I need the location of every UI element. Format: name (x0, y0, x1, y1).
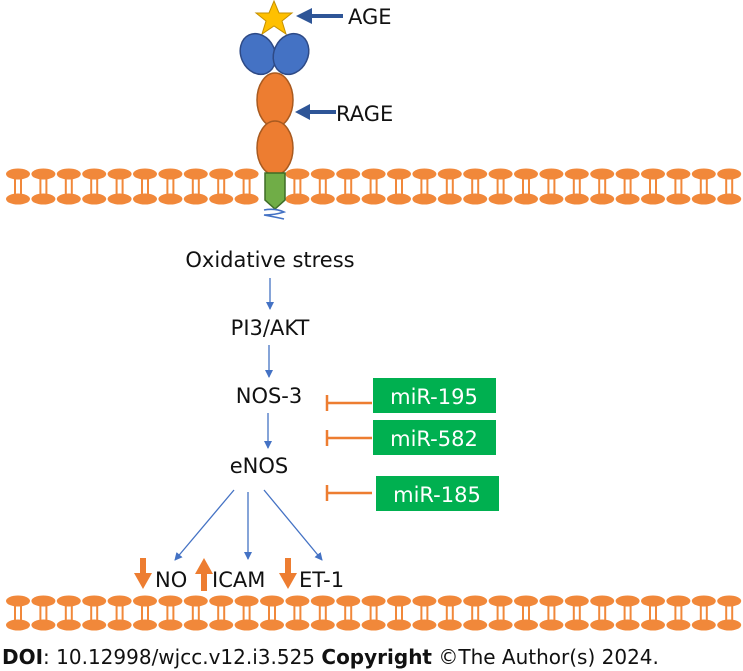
lipid-unit (615, 168, 640, 205)
lipid-unit (82, 168, 107, 205)
lipid-unit (6, 595, 30, 631)
inhibit-mir185 (325, 485, 372, 501)
no-decrease-arrow-icon (134, 558, 152, 589)
lipid-unit (361, 168, 386, 205)
mir582-label: miR-582 (390, 427, 478, 451)
lipid-unit (717, 595, 742, 631)
rage-domain-lower (256, 120, 294, 176)
lipid-unit (564, 595, 589, 631)
lipid-unit (437, 595, 462, 631)
lipid-unit (209, 168, 234, 205)
mir195-box: miR-195 (373, 378, 496, 413)
lipid-unit (336, 595, 361, 631)
rage-cytoplasmic-tail (263, 208, 287, 220)
lipid-unit (666, 168, 691, 205)
lipid-unit (183, 168, 208, 205)
lipid-unit (209, 595, 234, 631)
cell-membrane-top (6, 168, 742, 205)
icam-label: ICAM (212, 568, 265, 592)
lipid-unit (691, 595, 716, 631)
footer-citation: DOI: 10.12998/wjcc.v12.i3.525 Copyright … (2, 645, 659, 669)
lipid-unit (387, 168, 411, 205)
rage-ligand-domain-right (272, 32, 310, 76)
et1-decrease-arrow-icon (279, 558, 297, 589)
oxidative-stress-label: Oxidative stress (185, 248, 354, 272)
copyright-label: Copyright (321, 645, 432, 669)
cell-membrane-bottom (6, 595, 742, 631)
lipid-unit (82, 595, 107, 631)
lipid-unit (615, 595, 640, 631)
lipid-unit (6, 168, 30, 205)
rage-ligand-domain-left (239, 32, 277, 76)
lipid-unit (412, 595, 437, 631)
lipid-unit (234, 168, 259, 205)
lipid-unit (310, 595, 335, 631)
lipid-unit (158, 595, 183, 631)
lipid-unit (56, 168, 81, 205)
lipid-unit (336, 168, 361, 205)
mir185-box: miR-185 (376, 476, 499, 511)
lipid-unit (691, 168, 716, 205)
lipid-unit (31, 168, 56, 205)
lipid-unit (234, 595, 259, 631)
mir185-label: miR-185 (393, 483, 481, 507)
mir195-label: miR-195 (390, 385, 478, 409)
age-label: AGE (348, 5, 392, 29)
lipid-unit (463, 168, 488, 205)
doi-value: : 10.12998/wjcc.v12.i3.525 (43, 645, 321, 669)
lipid-unit (107, 168, 132, 205)
doi-label: DOI (2, 645, 43, 669)
lipid-unit (514, 595, 538, 631)
lipid-unit (717, 168, 742, 205)
enos-label: eNOS (230, 454, 289, 478)
lipid-unit (133, 168, 157, 205)
lipid-unit (133, 595, 157, 631)
lipid-unit (463, 595, 488, 631)
arrow-enos-to-no (174, 489, 235, 561)
lipid-unit (260, 595, 284, 631)
rage-transmembrane-domain (264, 172, 286, 211)
lipid-unit (666, 595, 691, 631)
lipid-unit (183, 595, 208, 631)
lipid-unit (641, 168, 665, 205)
lipid-unit (107, 595, 132, 631)
lipid-unit (539, 168, 564, 205)
inhibit-mir195 (325, 395, 372, 411)
lipid-unit (285, 595, 310, 631)
lipid-unit (361, 595, 386, 631)
lipid-unit (437, 168, 462, 205)
lipid-unit (412, 168, 437, 205)
age-pointer-arrow (296, 8, 343, 24)
inhibit-mir582 (325, 430, 372, 446)
lipid-unit (310, 168, 335, 205)
et1-label: ET-1 (299, 568, 344, 592)
lipid-unit (488, 595, 513, 631)
rage-label: RAGE (336, 102, 393, 126)
no-label: NO (155, 568, 187, 592)
lipid-unit (564, 168, 589, 205)
lipid-unit (387, 595, 411, 631)
icam-increase-arrow-icon (195, 558, 213, 591)
lipid-unit (514, 168, 538, 205)
arrow-enos-to-et1 (263, 489, 323, 561)
lipid-unit (56, 595, 81, 631)
copyright-value: ©The Author(s) 2024. (432, 645, 659, 669)
rage-domain-upper (256, 72, 294, 128)
nos3-label: NOS-3 (236, 384, 303, 408)
age-star-icon (254, 0, 294, 36)
lipid-unit (158, 168, 183, 205)
mir582-box: miR-582 (373, 420, 496, 455)
lipid-unit (488, 168, 513, 205)
rage-pointer-arrow (295, 104, 336, 120)
lipid-unit (590, 595, 615, 631)
lipid-unit (641, 595, 665, 631)
lipid-unit (285, 168, 310, 205)
pi3akt-label: PI3/AKT (231, 316, 310, 340)
lipid-unit (31, 595, 56, 631)
lipid-unit (590, 168, 615, 205)
lipid-unit (539, 595, 564, 631)
